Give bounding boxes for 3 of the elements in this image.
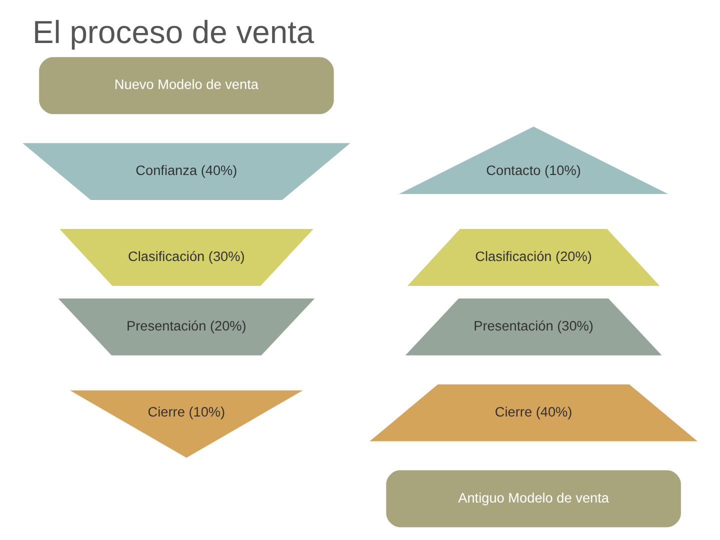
node-box: Nuevo Modelo de venta (39, 57, 334, 114)
node-box: Antiguo Modelo de venta (386, 470, 681, 528)
diagram-title: El proceso de venta (32, 14, 314, 50)
